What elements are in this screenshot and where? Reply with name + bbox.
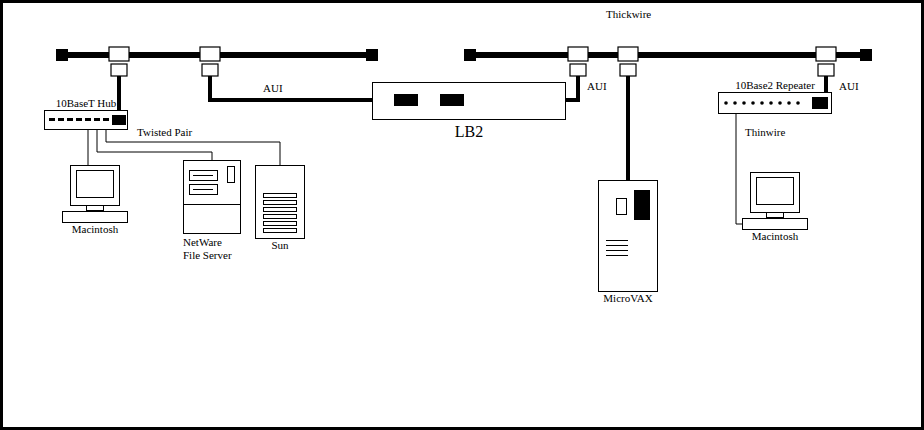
- device-label: 10Base2 Repeater: [718, 79, 832, 92]
- device-label: Sun: [255, 239, 305, 252]
- device-node: MicroVAX: [598, 180, 658, 305]
- device-label: MicroVAX: [598, 292, 658, 305]
- hub-icon: [44, 110, 128, 130]
- transceiver-taps: [109, 47, 836, 76]
- lb2-shape: [372, 82, 566, 120]
- cable-label: Thinwire: [744, 126, 786, 139]
- sun-icon: [255, 165, 305, 239]
- hub-shape: [44, 110, 128, 130]
- vax-icon: [598, 180, 658, 292]
- device-node: Macintosh: [62, 165, 128, 236]
- cable-label: AUI: [586, 80, 608, 93]
- mac-shape: [62, 165, 128, 223]
- device-node: 10Base2 Repeater: [718, 79, 832, 114]
- vax-shape: [598, 180, 658, 292]
- thinwire-cable: [736, 114, 742, 224]
- cable-label: Thickwire: [605, 8, 652, 21]
- device-label: LB2: [372, 122, 566, 142]
- sun-shape: [255, 165, 305, 239]
- rep-shape: [718, 92, 832, 114]
- mac-shape: [742, 172, 808, 230]
- cable-label: AUI: [262, 82, 284, 95]
- device-node: LB2: [372, 82, 566, 142]
- lb2-icon: [372, 82, 566, 120]
- device-label: NetWare File Server: [183, 236, 241, 262]
- mac-icon: [742, 172, 808, 230]
- cable-label: Twisted Pair: [136, 126, 193, 139]
- device-node: 10BaseT Hub: [44, 97, 128, 130]
- device-node: Macintosh: [742, 172, 808, 243]
- device-label: Macintosh: [62, 223, 128, 236]
- nw-shape: [183, 160, 241, 234]
- mac-icon: [62, 165, 128, 223]
- cable-label: AUI: [838, 80, 860, 93]
- device-node: NetWare File Server: [183, 160, 241, 262]
- twisted-pair-cable: [88, 130, 89, 165]
- device-label: 10BaseT Hub: [44, 97, 128, 110]
- rep-icon: [718, 92, 832, 114]
- nw-icon: [183, 160, 241, 234]
- device-node: Sun: [255, 165, 305, 252]
- device-label: Macintosh: [742, 230, 808, 243]
- thickwire-right: [464, 49, 872, 61]
